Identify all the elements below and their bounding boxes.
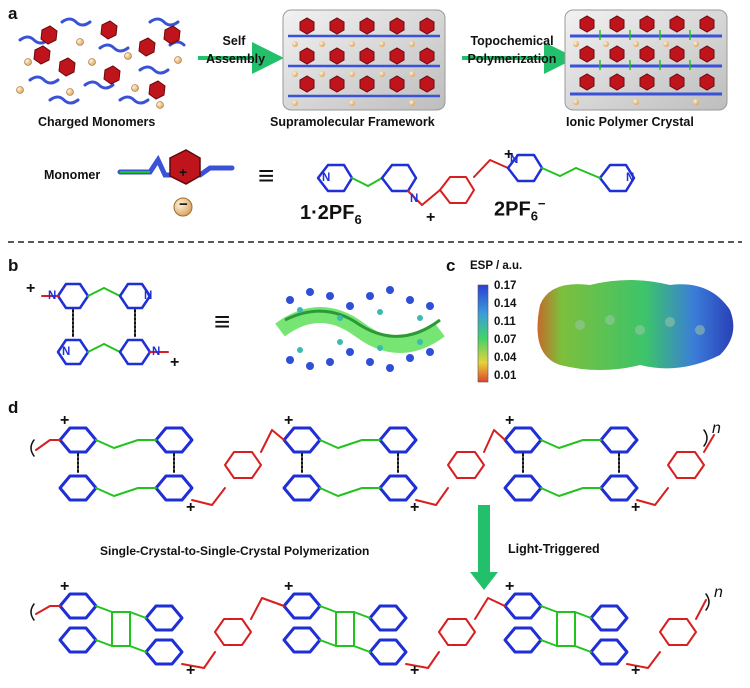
dimer-n-1: N — [48, 290, 57, 302]
counterion-formula: 2PF6− — [494, 196, 546, 224]
panel-label-a: a — [8, 4, 18, 23]
panel-label-d: d — [8, 398, 19, 417]
colorbar-tick-2: 0.11 — [494, 316, 516, 328]
monomer-label: Monomer — [44, 168, 101, 182]
dimer-plus-top: + — [26, 280, 36, 297]
polymer-chain-structure — [30, 592, 710, 669]
ionic-polymer-crystal-box — [564, 9, 728, 111]
polymer-plus-2: + — [186, 662, 196, 679]
structure-n-4: N — [626, 172, 635, 184]
light-triggered-label: Light-Triggered — [508, 542, 600, 556]
structure-plus-1: + — [426, 209, 436, 226]
polymerization-label: Topochemical Polymerization — [458, 32, 566, 68]
chain-plus-3: + — [284, 412, 294, 429]
polymer-plus-4: + — [410, 662, 420, 679]
dimer-n-3: N — [62, 346, 71, 358]
equivalence-symbol-a: ≡ — [258, 160, 275, 191]
chain-plus-5: + — [505, 412, 515, 429]
charged-monomers-label: Charged Monomers — [38, 115, 156, 129]
self-assembly-label: Self Assembly — [206, 32, 266, 68]
chain-plus-1: + — [60, 412, 70, 429]
monomer-cation-charge: + — [179, 164, 188, 180]
polymerization-line1: Topochemical — [470, 34, 554, 48]
colorbar-title: ESP / a.u. — [470, 260, 523, 272]
polymerization-line2: Polymerization — [467, 52, 557, 66]
chain-plus-2: + — [186, 499, 196, 516]
counterion-sup: − — [537, 196, 546, 211]
repeat-n-top: n — [712, 420, 721, 437]
colorbar-tick-3: 0.07 — [494, 334, 517, 346]
esp-colorbar — [477, 284, 489, 383]
structure-plus-2: + — [504, 146, 514, 163]
crystal-packing-render — [268, 282, 448, 382]
structure-n-3: N — [510, 154, 519, 166]
monomer-cartoon — [117, 149, 235, 217]
structure-n-2: N — [410, 193, 419, 205]
counterion-sub: 6 — [530, 208, 538, 224]
ionic-polymer-crystal-label: Ionic Polymer Crystal — [566, 115, 694, 129]
chain-plus-6: + — [631, 499, 641, 516]
repeat-n-bottom: n — [714, 584, 723, 601]
supramolecular-chain-structure — [30, 426, 715, 506]
light-triggered-arrow-head — [470, 572, 498, 590]
counterion-main: 2PF — [494, 198, 531, 221]
supramolecular-framework-box — [282, 9, 446, 111]
polymer-plus-1: + — [60, 578, 70, 595]
self-assembly-line1: Self — [222, 34, 246, 48]
structure-n-1: N — [322, 172, 331, 184]
formula-main: 1·2PF — [300, 202, 355, 224]
colorbar-tick-5: 0.01 — [494, 370, 517, 382]
dimer-n-4: N — [152, 346, 161, 358]
monomer-anion-charge: − — [179, 196, 188, 213]
dimer-plus-bottom: + — [170, 354, 180, 371]
panel-label-b: b — [8, 256, 19, 275]
polymer-plus-6: + — [631, 662, 641, 679]
colorbar-tick-1: 0.14 — [494, 298, 517, 310]
polymer-plus-5: + — [505, 578, 515, 595]
dimer-structure — [41, 282, 169, 366]
scsc-polymerization-label: Single-Crystal-to-Single-Crystal Polymer… — [100, 544, 370, 558]
monomer-structure — [316, 153, 636, 206]
charged-monomers-scatter — [16, 17, 186, 109]
dimer-n-2: N — [144, 290, 153, 302]
chain-plus-4: + — [410, 499, 420, 516]
supramolecular-framework-label: Supramolecular Framework — [270, 115, 435, 129]
panel-label-c: c — [446, 256, 456, 275]
esp-surface — [537, 280, 734, 370]
polymer-plus-3: + — [284, 578, 294, 595]
colorbar-tick-0: 0.17 — [494, 280, 517, 292]
equivalence-symbol-b: ≡ — [214, 306, 231, 337]
formula-sub: 6 — [354, 212, 362, 227]
monomer-formula: 1·2PF6 — [300, 202, 362, 227]
self-assembly-line2: Assembly — [206, 52, 266, 66]
colorbar-tick-4: 0.04 — [494, 352, 517, 364]
